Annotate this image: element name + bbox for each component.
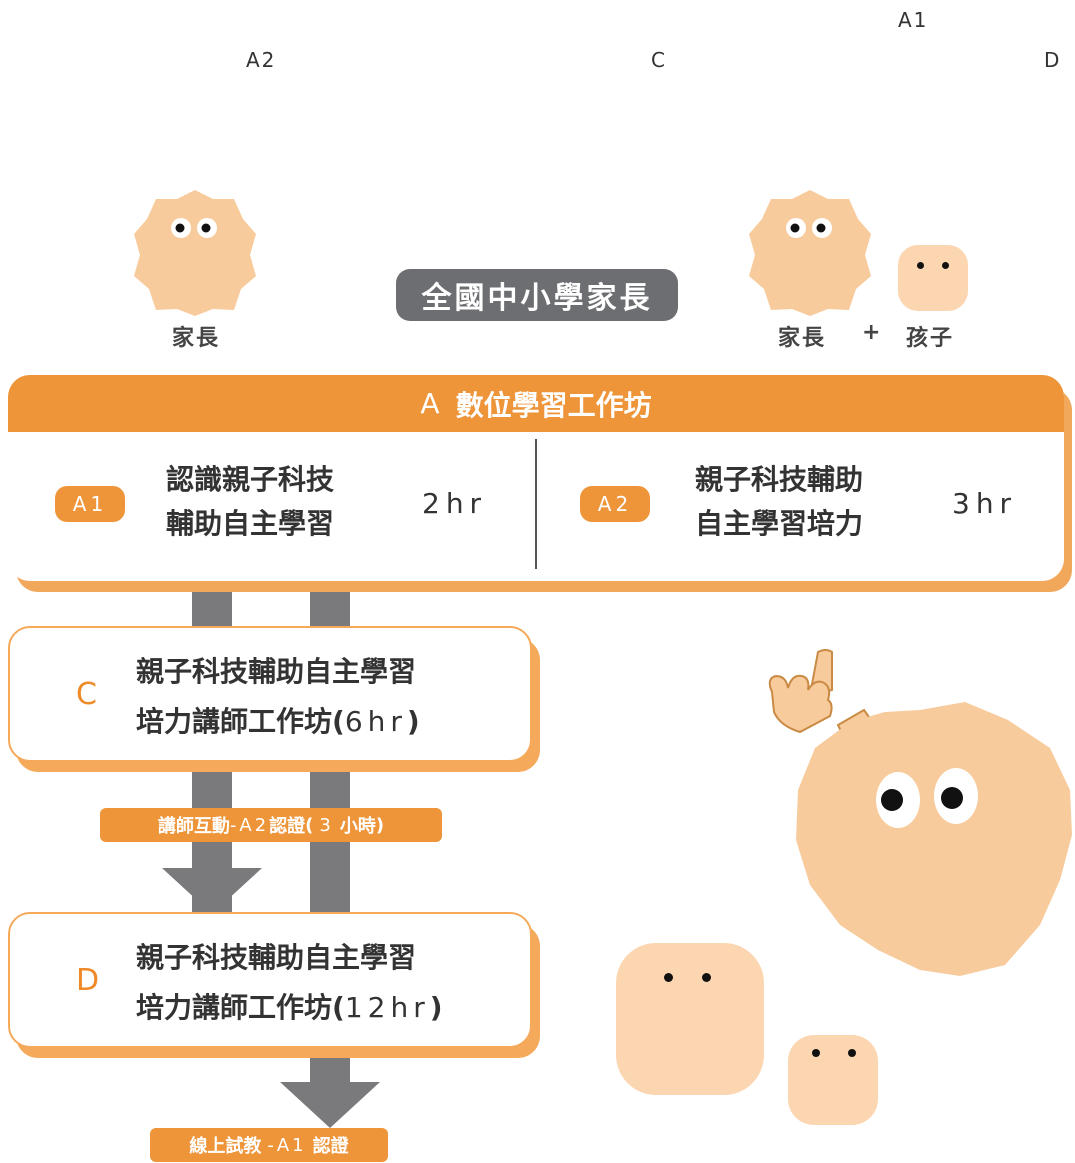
child-character-right: [898, 245, 968, 311]
arrow-head-to-d: [162, 868, 262, 914]
a1-title-line2: 輔助自主學習: [166, 507, 335, 540]
role-parent-left: 家長: [172, 326, 221, 351]
a2-code-pill: A2: [580, 486, 650, 522]
role-plus: +: [862, 320, 883, 345]
section-a-divider: [535, 439, 537, 569]
section-a-letter: A: [420, 387, 440, 420]
section-d-hours: 12hr: [344, 991, 430, 1024]
section-c-line1: 親子科技輔助自主學習: [136, 655, 417, 688]
role-child-right: 孩子: [906, 326, 955, 351]
child-character-small: [788, 1035, 878, 1125]
a1-hours: 2hr: [422, 487, 488, 520]
section-d-letter: D: [76, 963, 100, 998]
role-parent-right: 家長: [778, 326, 827, 351]
a1-code-pill: A1: [55, 486, 125, 522]
section-a-header: A 數位學習工作坊: [8, 375, 1064, 432]
section-c-card: C 親子科技輔助自主學習 培力講師工作坊(6hr): [8, 626, 532, 762]
section-c-letter: C: [76, 677, 97, 712]
a2-title-line2: 自主學習培力: [695, 507, 864, 540]
arrow-head-final: [280, 1082, 380, 1128]
section-a-card: A 數位學習工作坊 A1 認識親子科技 輔助自主學習 2hr A2 親子科技輔助…: [8, 375, 1064, 581]
a2-title-line1: 親子科技輔助: [695, 463, 864, 496]
section-a-title: 數位學習工作坊: [455, 388, 652, 422]
parent-character-right: [749, 190, 871, 316]
section-d-title: 親子科技輔助自主學習 培力講師工作坊(12hr): [136, 933, 443, 1033]
top-label-c: C: [651, 48, 667, 72]
target-audience-badge: 全國中小學家長: [396, 269, 678, 321]
section-c-title: 親子科技輔助自主學習 培力講師工作坊(6hr): [136, 647, 420, 747]
top-label-d: D: [1044, 48, 1062, 72]
section-d-line1: 親子科技輔助自主學習: [136, 941, 417, 974]
pointing-character: [768, 649, 1072, 976]
top-label-a1: A1: [898, 8, 929, 32]
a1-title: 認識親子科技 輔助自主學習: [166, 458, 334, 546]
section-c-hours: 6hr: [344, 705, 407, 738]
section-c-line2: 培力講師工作坊(6hr): [136, 705, 420, 738]
top-label-a2: A2: [246, 48, 277, 72]
section-d-line2: 培力講師工作坊(12hr): [136, 991, 443, 1024]
a2-title: 親子科技輔助 自主學習培力: [695, 458, 863, 546]
section-d-card: D 親子科技輔助自主學習 培力講師工作坊(12hr): [8, 912, 532, 1048]
a1-title-line1: 認識親子科技: [166, 463, 335, 496]
parent-character-left: [134, 190, 256, 316]
a2-hours: 3hr: [952, 487, 1018, 520]
child-character-large: [616, 943, 764, 1095]
